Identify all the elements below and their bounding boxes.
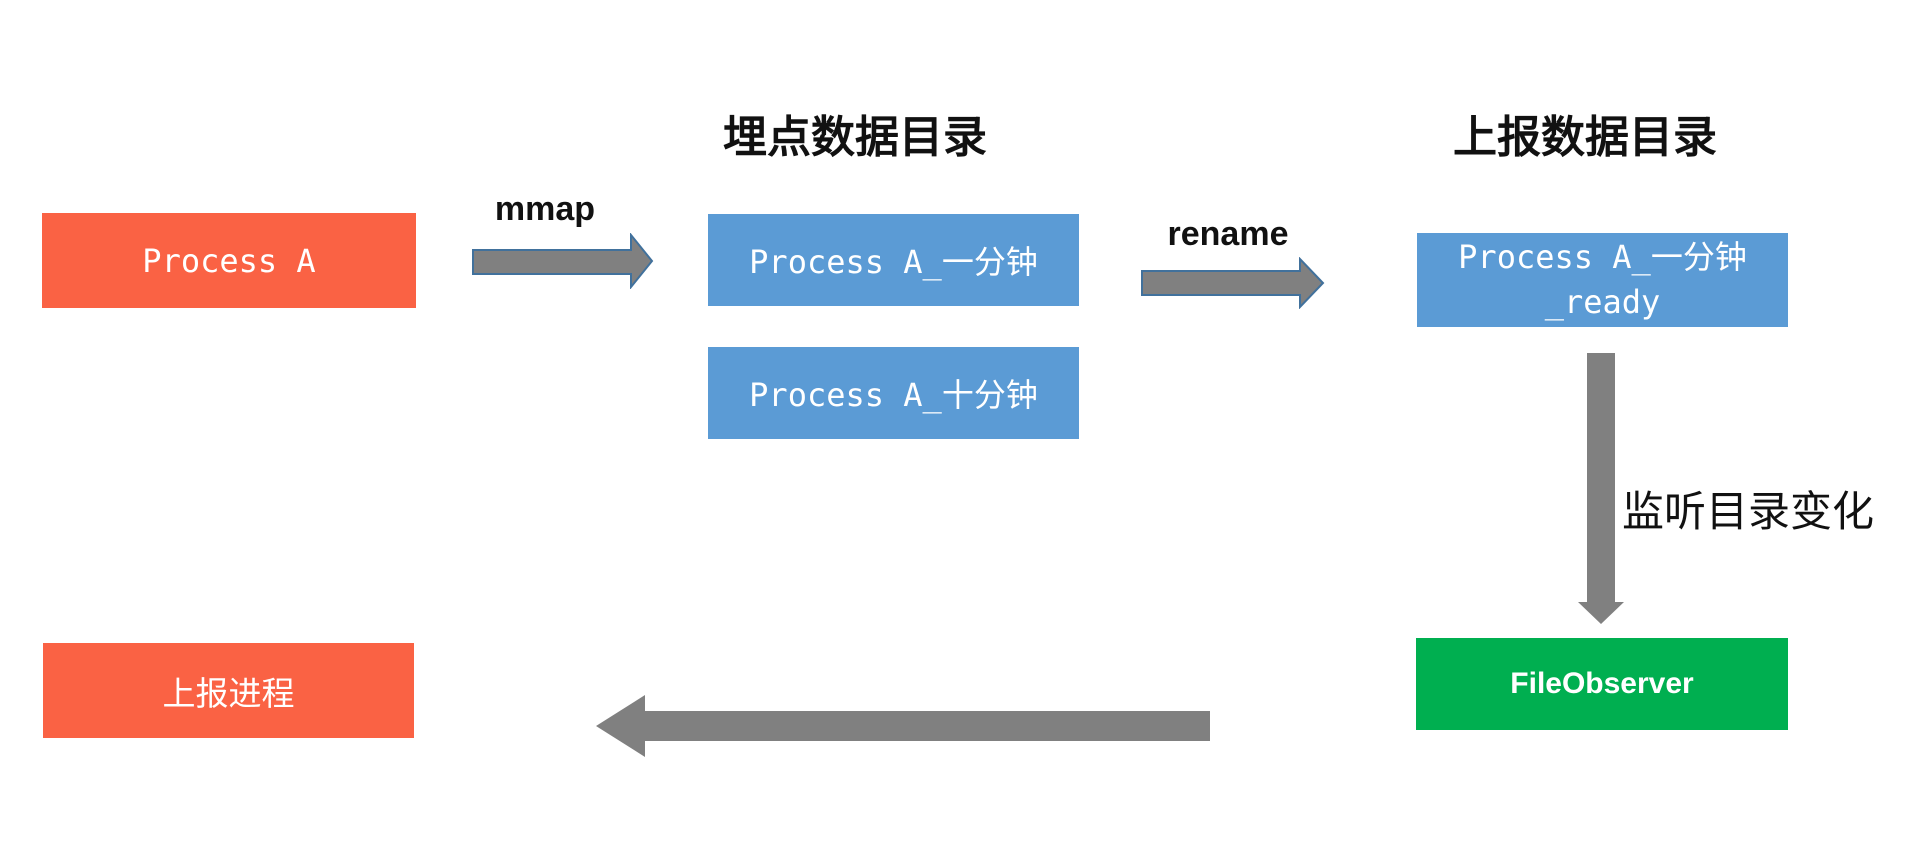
watch-directory-label: 监听目录变化 — [1622, 490, 1875, 536]
node-process-a-ten-minute: Process A_十分钟 — [708, 347, 1079, 439]
node-process-a-one-minute-ready: Process A_一分钟 _ready — [1417, 233, 1788, 327]
node-process-a-one-minute: Process A_一分钟 — [708, 214, 1079, 306]
node-file-observer-label: FileObserver — [1510, 667, 1694, 700]
rename-arrow — [1141, 257, 1325, 309]
heading-buried-data-directory: 埋点数据目录 — [723, 113, 987, 162]
node-process-a-ten-minute-label: Process A_十分钟 — [749, 376, 1038, 414]
node-process-a: Process A — [42, 213, 416, 308]
notify-report-arrow — [596, 695, 1210, 757]
node-report-process-label: 上报进程 — [162, 676, 295, 713]
mmap-arrow-shape — [472, 233, 654, 289]
rename-arrow-label: rename — [1167, 215, 1289, 253]
watch-directory-arrow — [1578, 353, 1624, 624]
node-process-a-label: Process A — [142, 241, 316, 280]
watch-directory-arrow-shape — [1578, 353, 1624, 624]
node-ready-label-line2: _ready — [1544, 283, 1661, 321]
mmap-arrow-label: mmap — [494, 190, 596, 228]
node-ready-label-line1: Process A_一分钟 — [1458, 238, 1747, 276]
node-process-a-one-minute-label: Process A_一分钟 — [749, 243, 1038, 281]
node-file-observer: FileObserver — [1416, 638, 1788, 730]
rename-arrow-shape — [1141, 257, 1325, 309]
heading-report-data-directory: 上报数据目录 — [1453, 113, 1717, 162]
mmap-arrow — [472, 233, 654, 289]
notify-report-arrow-shape — [596, 695, 1210, 757]
node-report-process: 上报进程 — [43, 643, 414, 738]
